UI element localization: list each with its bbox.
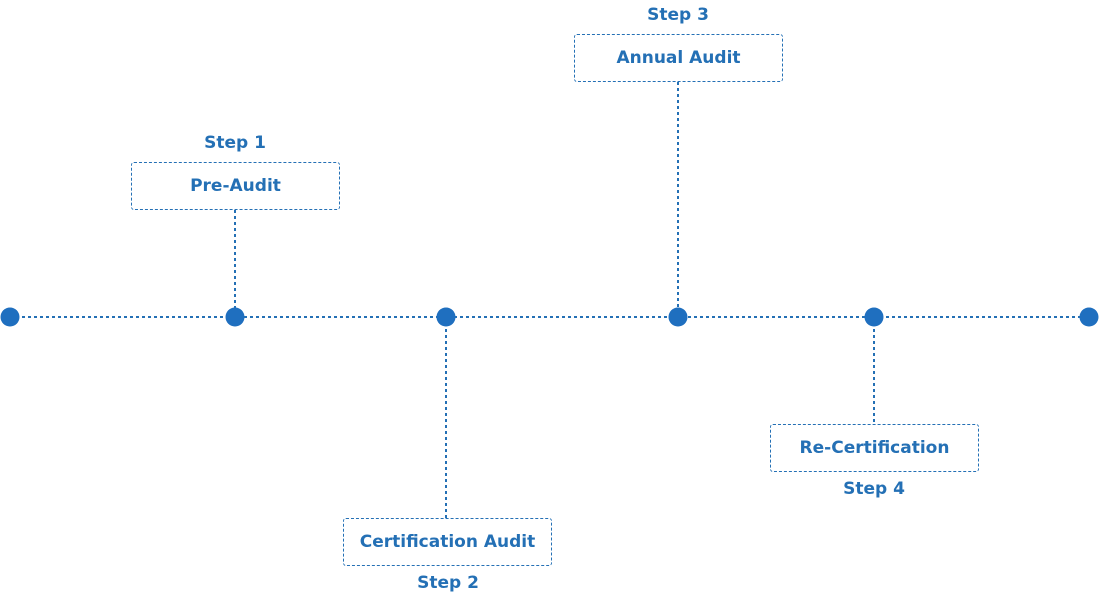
step-3-label: Step 3 [647, 5, 709, 25]
step-2-box: Certification Audit [343, 518, 552, 566]
timeline-node-step-4 [864, 307, 884, 327]
timeline-end-node [1079, 307, 1099, 327]
timeline-node-step-2 [436, 307, 456, 327]
step-4-label: Step 4 [843, 479, 905, 499]
step-1-label: Step 1 [204, 133, 266, 153]
step-3-box: Annual Audit [574, 34, 783, 82]
step-1-box: Pre-Audit [131, 162, 340, 210]
timeline-node-step-3 [668, 307, 688, 327]
timeline-start-node [0, 307, 20, 327]
step-2-label: Step 2 [417, 573, 479, 593]
step-4-box: Re-Certification [770, 424, 979, 472]
timeline-node-step-1 [225, 307, 245, 327]
